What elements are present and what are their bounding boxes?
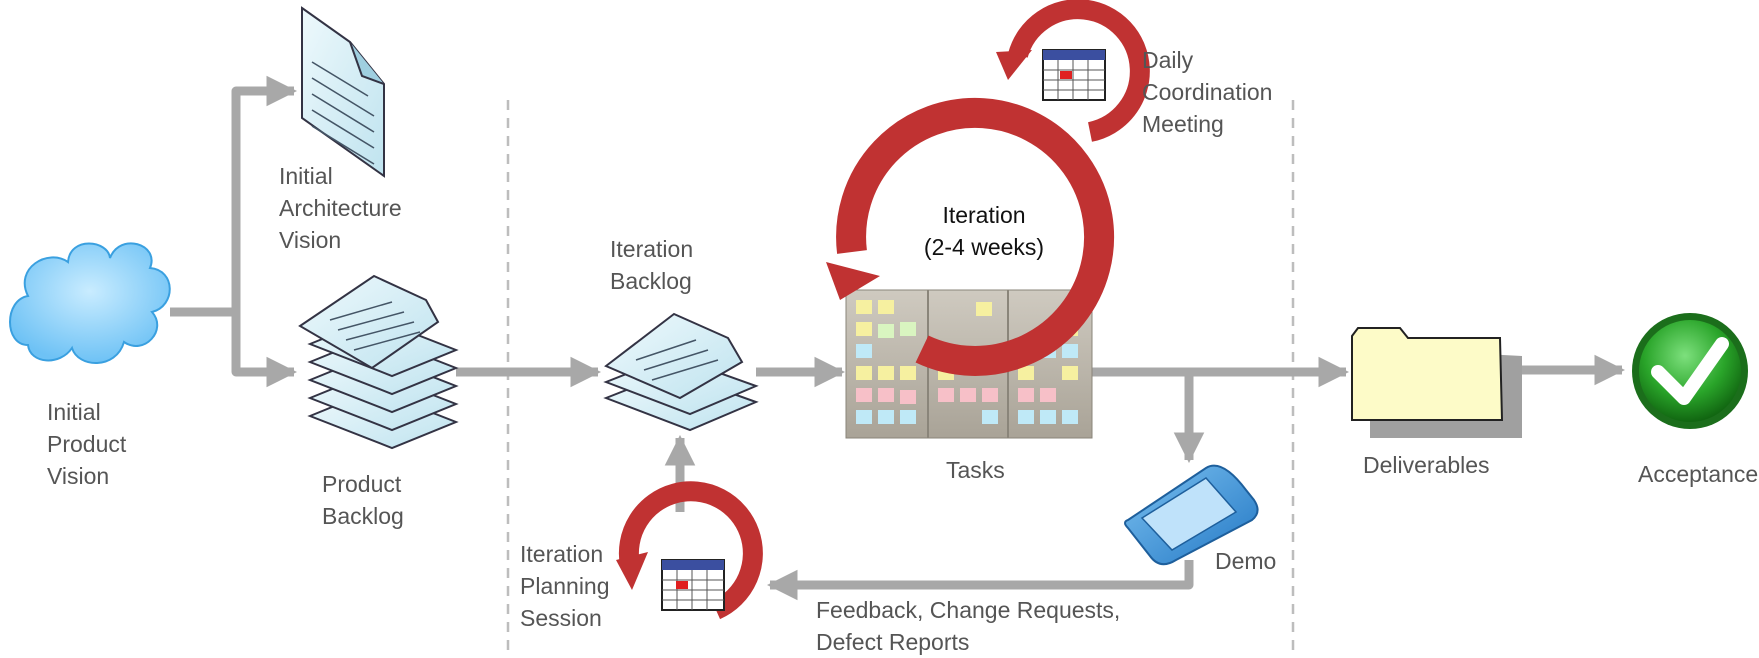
document-icon (301, 6, 385, 178)
iteration-backlog-stack-icon (603, 312, 759, 432)
daily-cycle-arrow-icon (996, 0, 1150, 142)
feedback-label: Feedback, Change Requests,Defect Reports (816, 597, 1121, 655)
iteration-cycle-arrow-icon (826, 97, 1115, 376)
acceptance-label: Acceptance (1638, 461, 1759, 487)
product-backlog-stack-icon (298, 274, 459, 450)
demo-label: Demo (1215, 548, 1277, 574)
tasks-label: Tasks (946, 457, 1005, 483)
deliverables-label: Deliverables (1363, 452, 1490, 478)
cloud-icon (9, 242, 171, 364)
calendar-icon (661, 559, 725, 611)
iteration-cycle-label: Iteration(2-4 weeks) (923, 202, 1045, 260)
vision-to-backlog-arrow (231, 312, 298, 388)
vision-to-architecture-arrow (170, 75, 298, 317)
folder-icon (1351, 327, 1522, 438)
planning-cycle-arrow-icon (616, 481, 763, 620)
checkmark-icon (1632, 313, 1748, 429)
calendar-icon (1042, 49, 1106, 101)
flow-arrows (170, 75, 1626, 601)
demo-feedback-arrow (766, 560, 1194, 601)
smartphone-icon (1124, 464, 1259, 566)
